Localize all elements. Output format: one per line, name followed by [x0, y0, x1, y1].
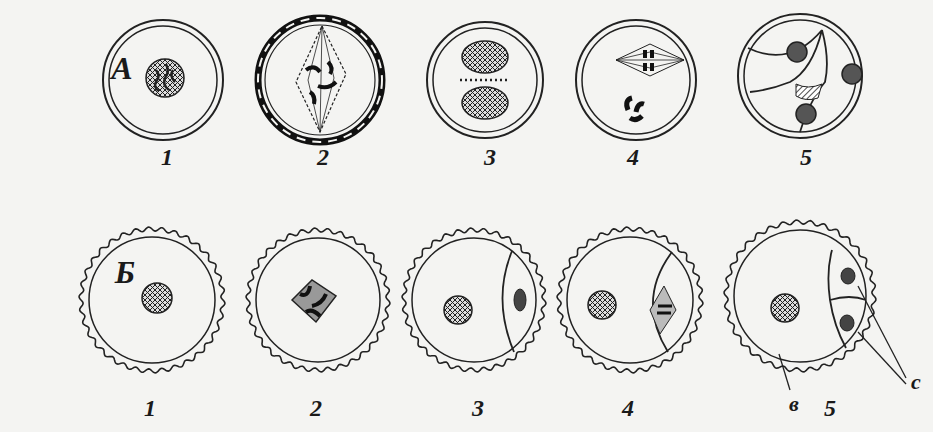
chromosomes [306, 62, 336, 104]
nucleus [146, 59, 184, 97]
chromosomes [657, 306, 672, 313]
exine-wall [246, 228, 390, 372]
cell-wall-inner [109, 26, 217, 134]
sperm-nucleus [841, 268, 855, 284]
intine [567, 237, 693, 363]
spindle-fibres [308, 26, 334, 132]
leader-line [779, 354, 790, 390]
wall-thickening [796, 84, 822, 100]
part-label: в [789, 393, 799, 415]
generative-nucleus [514, 289, 526, 311]
exine-outlines [79, 220, 876, 373]
cell-wall [738, 14, 862, 138]
exine-wall [402, 228, 546, 372]
cell-wall-inner [582, 26, 690, 134]
stage-number: 4 [622, 396, 634, 420]
nucleus [796, 104, 816, 124]
chromatin [155, 64, 175, 91]
nucleus [787, 42, 807, 62]
stage-number: 3 [484, 145, 496, 169]
intine [412, 238, 536, 362]
generative-cell-wall [502, 251, 514, 352]
part-label: с [911, 371, 921, 393]
cell-wall-inner [744, 20, 856, 132]
exine-wall [79, 227, 225, 373]
stage-number: 5 [824, 396, 836, 420]
sperm-cell-walls [828, 250, 866, 348]
cell-wall [103, 20, 223, 140]
intine [256, 238, 380, 362]
spindle [616, 44, 684, 76]
cell-wall [258, 18, 382, 142]
leader-line [858, 286, 906, 378]
exine-wall [724, 220, 876, 372]
stage-number: 5 [800, 145, 812, 169]
stage-number: 4 [627, 145, 639, 169]
spindle [292, 280, 336, 322]
row-b-cells [79, 220, 906, 390]
stage-number: 2 [317, 145, 329, 169]
sperm-nucleus [840, 315, 854, 331]
row-letter: Б [115, 256, 135, 288]
cell-walls [748, 30, 827, 132]
cell-wall [427, 22, 543, 138]
spindle [296, 26, 346, 132]
cell-wall [576, 20, 696, 140]
chromosomes [627, 98, 644, 120]
chromosomes [645, 50, 652, 71]
cell-plate [460, 79, 510, 82]
stage-number: 1 [144, 396, 156, 420]
vegetative-nucleus [771, 294, 799, 322]
vegetative-nucleus [588, 291, 616, 319]
stage-number: 1 [161, 145, 173, 169]
daughter-nucleus [462, 41, 508, 73]
cell-wall-inner [433, 28, 537, 132]
wall-pores [258, 18, 382, 142]
row-a-cells [103, 14, 862, 142]
chromosomes [300, 286, 326, 316]
vegetative-nucleus [444, 296, 472, 324]
nucleus [142, 283, 172, 313]
cell-wall-inner [265, 25, 375, 135]
intine [734, 230, 866, 362]
row-letter: А [111, 52, 132, 84]
stage-number: 3 [472, 396, 484, 420]
exine-wall [557, 227, 703, 373]
intine [89, 237, 215, 363]
stage-number: 2 [310, 396, 322, 420]
leader-line [858, 332, 906, 384]
daughter-nucleus [462, 87, 508, 119]
nucleus [842, 64, 862, 84]
spindle [650, 286, 676, 334]
